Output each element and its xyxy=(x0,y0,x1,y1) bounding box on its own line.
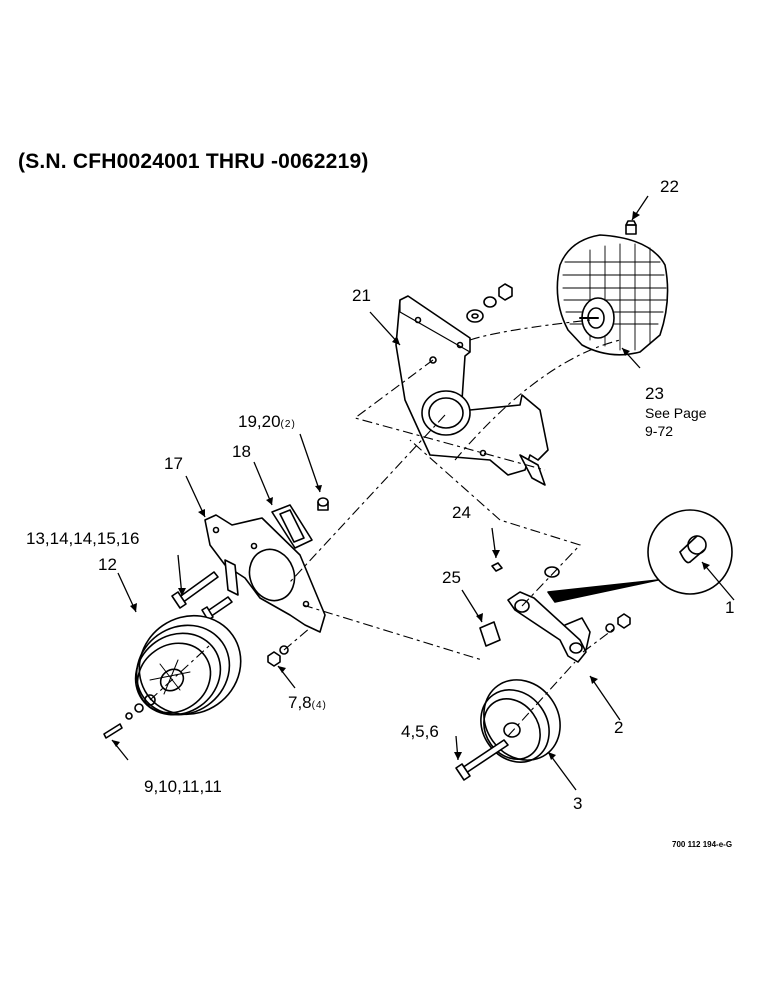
callout-9-11: 9,10,11,11 xyxy=(144,777,222,796)
adapter-plate-part xyxy=(204,514,326,633)
callout-25: 25 xyxy=(442,568,461,587)
callout-7-8-label: 7,8 xyxy=(288,693,312,712)
callout-3: 3 xyxy=(573,794,583,813)
hardware-stack-top xyxy=(466,283,513,323)
callout-24: 24 xyxy=(452,503,471,522)
callout-23-page-ref: 9-72 xyxy=(645,423,674,439)
callout-7-8: 7,8(4) xyxy=(288,694,327,711)
idler-arm-part xyxy=(507,591,631,663)
callout-7-8-qty: (4) xyxy=(311,700,327,711)
callout-19-20: 19,20(2) xyxy=(238,413,296,430)
callout-13-16: 13,14,14,15,16 xyxy=(26,529,140,548)
detail-callout-part-1 xyxy=(547,509,733,603)
callout-4-5-6: 4,5,6 xyxy=(401,722,439,741)
page-title: (S.N. CFH0024001 THRU -0062219) xyxy=(18,150,369,173)
assembly-centerlines xyxy=(149,319,621,737)
callout-23-see-page: See Page xyxy=(645,405,707,421)
callout-17: 17 xyxy=(164,454,183,473)
callout-23: 23 xyxy=(645,384,664,403)
drawing-code: 700 112 194-e-G xyxy=(672,840,733,849)
bushing-part xyxy=(479,562,560,647)
pulley-bolt-hardware xyxy=(103,694,156,739)
gasket-part xyxy=(271,504,313,549)
bracket-plate-part xyxy=(395,295,549,486)
long-bolt-part xyxy=(171,571,233,621)
callout-12: 12 xyxy=(98,555,117,574)
callout-2: 2 xyxy=(614,718,624,737)
callout-19-20-label: 19,20 xyxy=(238,412,281,431)
callout-21: 21 xyxy=(352,286,371,305)
large-pulley-part xyxy=(134,614,242,716)
callout-22: 22 xyxy=(660,177,679,196)
bolt-19-20-part xyxy=(317,497,329,511)
hydraulic-motor-part xyxy=(556,220,669,356)
nut-7-8-part xyxy=(267,645,289,667)
callout-18: 18 xyxy=(232,442,251,461)
callout-1: 1 xyxy=(725,598,735,617)
callout-19-20-qty: (2) xyxy=(280,419,296,430)
leader-arrowheads xyxy=(112,211,710,760)
idler-bolt-part xyxy=(455,739,509,781)
